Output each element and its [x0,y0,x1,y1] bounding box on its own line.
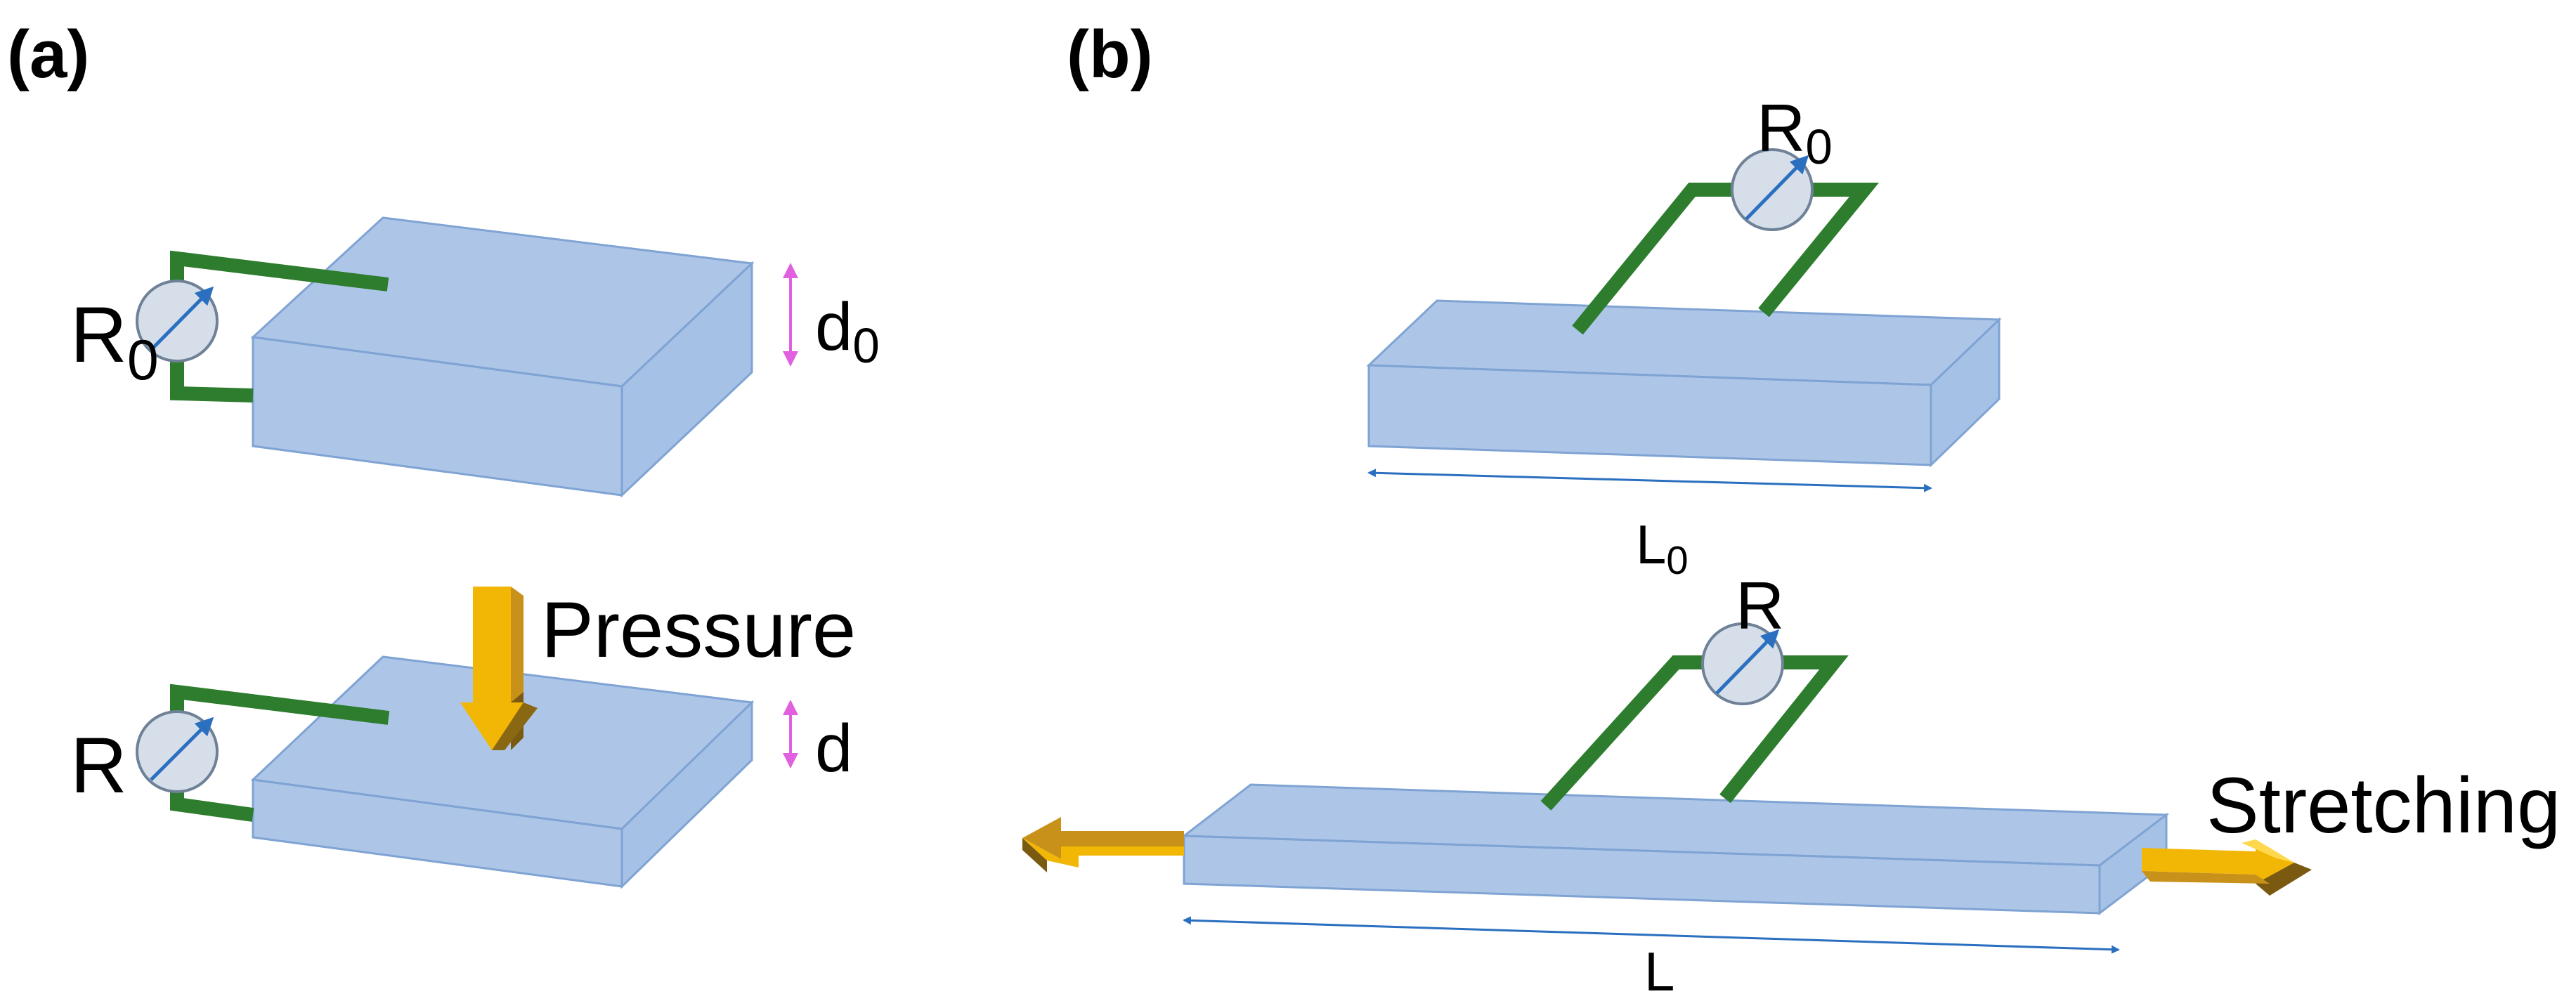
pressure-arrow-icon [460,587,538,750]
panel-b-top-strip [1366,299,2002,468]
panel-a-bottom-thickness-label: d [815,711,852,786]
panel-b-top-length-label: L0 [1636,513,1689,582]
panel-b-bottom-length-dimension [1183,916,2120,954]
panel-a-top-block [250,216,755,498]
panel-b-bottom-meter [1701,622,1784,705]
panel-b-top-length-dimension [1367,469,1932,492]
panel-a-top-thickness-label: d0 [815,289,880,373]
panel-a-bottom-meter [136,710,219,793]
panel-b-bottom-strip [1180,783,2170,916]
panel-a-top-resistance: R0 [70,291,159,392]
panel-a-label: (a) [7,17,89,92]
pressure-label: Pressure [541,586,856,674]
panel-b: (b) R0 L0 [1022,17,2561,1001]
stretch-left-arrow-icon [1022,817,1184,872]
panel-b-label: (b) [1067,17,1153,92]
stretching-label: Stretching [2206,761,2561,849]
panel-a-top-meter [136,280,219,362]
panel-b-bottom-length-label: L [1644,941,1674,1001]
panel-a-bottom-resistance: R [70,721,127,809]
panel-b-bottom-resistance: R [1736,568,1784,643]
panel-a: (a) R0 d0 [7,17,880,889]
panel-b-top-resistance: R0 [1757,91,1833,174]
panel-b-bottom-wire [1540,655,1849,811]
stretch-right-arrow-icon [2142,839,2312,896]
panel-b-top-meter [1731,148,1814,231]
